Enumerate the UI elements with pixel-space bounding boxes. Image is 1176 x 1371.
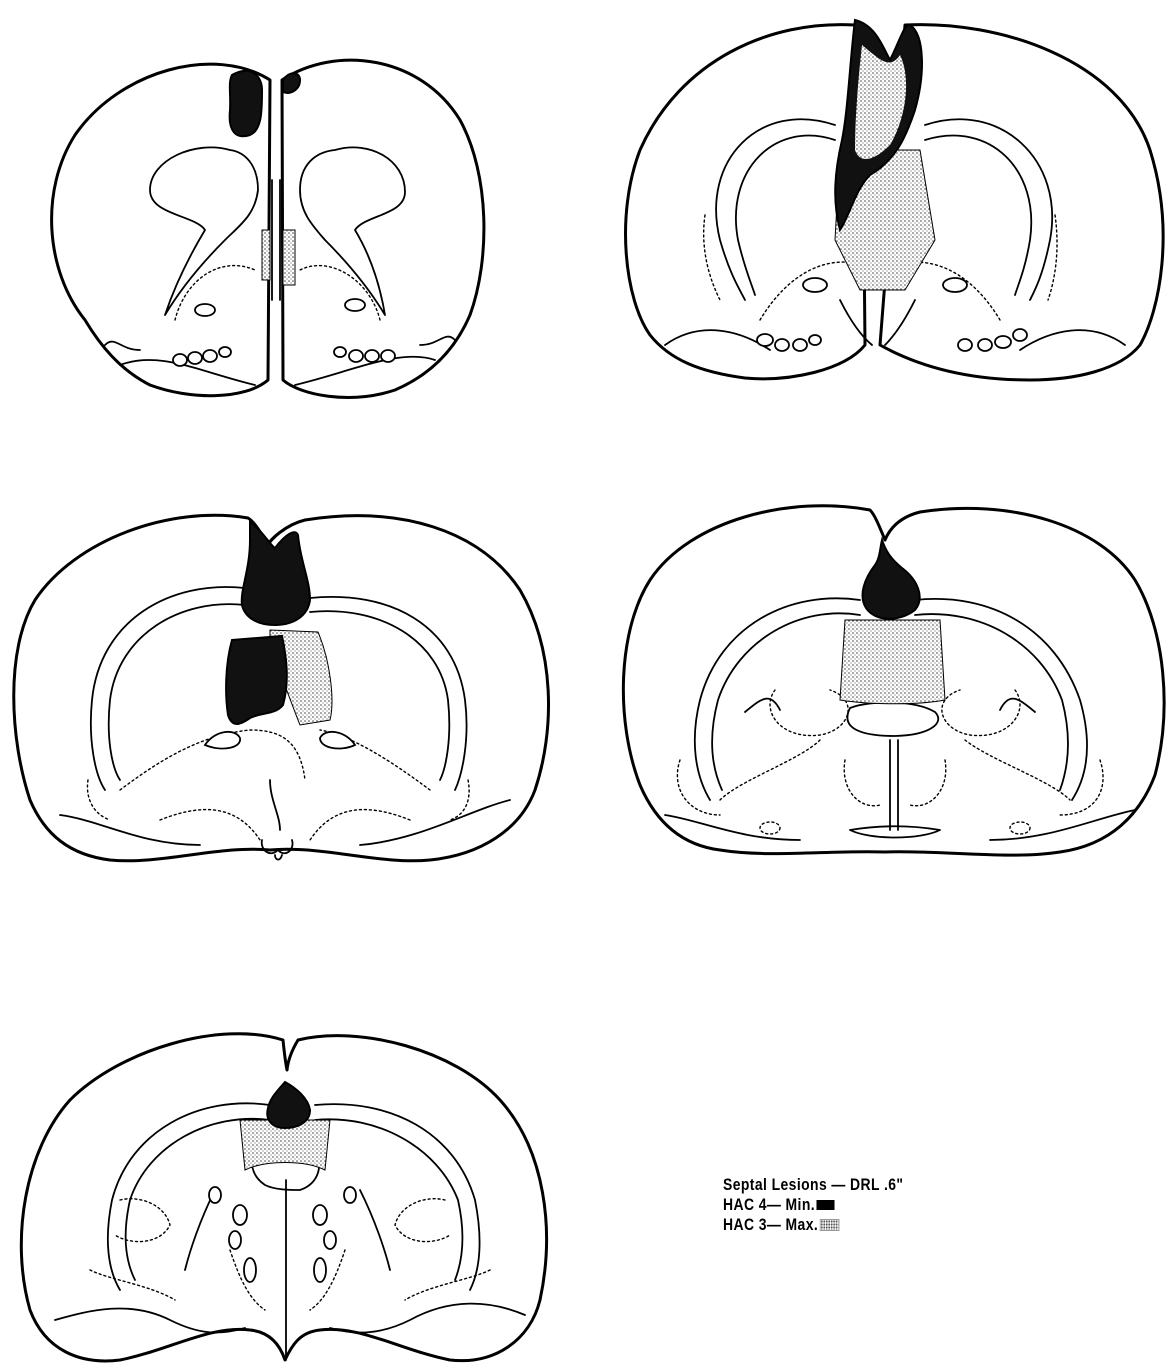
section-5-lesion-min [267, 1082, 310, 1128]
section-1-right-hemisphere [282, 60, 484, 397]
section-5-right-corpus-arc [315, 1104, 480, 1290]
section-5-thalamic-nuclei [209, 1187, 356, 1282]
legend-item-max-label: HAC 3— Max. [723, 1215, 818, 1235]
legend-title: Septal Lesions — DRL .6" [723, 1175, 969, 1195]
section-2-left-hemisphere [626, 25, 865, 379]
section-1-lesion-max [262, 230, 270, 280]
legend: Septal Lesions — DRL .6" HAC 4— Min. HAC… [723, 1175, 969, 1235]
brain-section-5 [21, 1034, 546, 1361]
section-4-lesion-min [863, 540, 920, 619]
legend-item-max: HAC 3— Max. [723, 1215, 969, 1235]
brain-section-2 [626, 20, 1164, 380]
brain-section-1 [52, 60, 484, 397]
section-2-right-corpus-arc [925, 119, 1052, 300]
legend-item-min-label: HAC 4— Min. [723, 1195, 815, 1215]
legend-item-min: HAC 4— Min. [723, 1195, 969, 1215]
brain-section-4 [623, 506, 1164, 855]
section-4-lesion-max [840, 620, 945, 704]
section-3-lesion-min-lower [226, 636, 287, 724]
legend-swatch-max [820, 1219, 840, 1231]
brain-section-3 [14, 515, 549, 861]
legend-swatch-min [817, 1200, 835, 1210]
section-1-lesion-min [230, 71, 262, 136]
section-1-left-ventricle [150, 147, 258, 315]
section-2-left-corpus-arc [716, 119, 835, 300]
legend-title-text: Septal Lesions — DRL .6" [723, 1175, 903, 1195]
section-1-right-ventricle [300, 147, 405, 315]
section-4-ventricle [847, 702, 938, 736]
section-2-ventral-nuclei [757, 329, 1027, 351]
section-3-left-corpus-arc [91, 587, 245, 790]
